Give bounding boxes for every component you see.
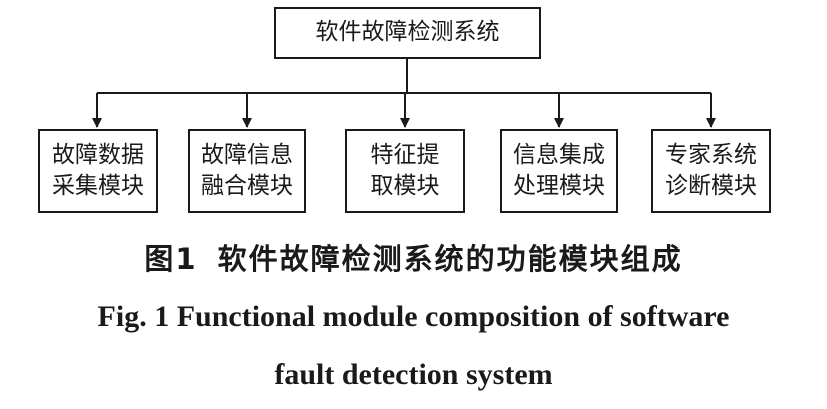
figure-number-chinese: 图1: [144, 242, 198, 276]
tree-connectors: [92, 59, 716, 128]
figure-caption-chinese: 图1 软件故障检测系统的功能模块组成: [0, 236, 827, 278]
module-box-info-integration: 信息集成 处理模块: [500, 129, 618, 213]
module-box-info-fusion: 故障信息 融合模块: [188, 129, 306, 213]
figure-caption-english-line2: fault detection system: [274, 358, 553, 391]
root-system-box: 软件故障检测系统: [274, 7, 541, 59]
figure-caption-english-line1: Fig. 1 Functional module composition of …: [97, 300, 730, 333]
module-box-feature-extraction: 特征提 取模块: [345, 129, 465, 213]
module-diagram: 软件故障检测系统 故障数据 采集模块 故障信息 融合模块 特征提 取模块 信息集…: [38, 7, 771, 213]
module-box-expert-diagnosis: 专家系统 诊断模块: [651, 129, 771, 213]
module-box-data-collection: 故障数据 采集模块: [38, 129, 158, 213]
figure-title-chinese: 软件故障检测系统的功能模块组成: [217, 242, 683, 276]
